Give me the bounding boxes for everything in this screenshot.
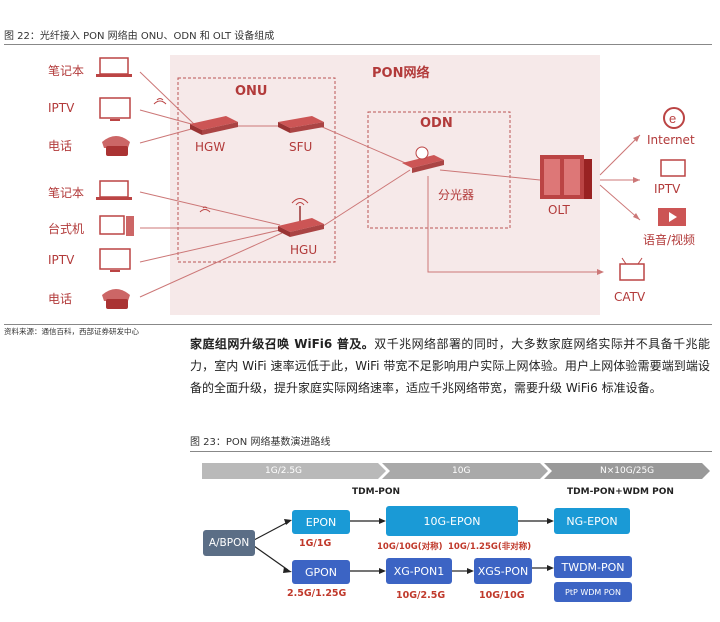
iptv-icon [660, 159, 686, 177]
desktop-icon [99, 215, 134, 236]
service-catv-label: CATV [614, 290, 646, 304]
catv-icon [619, 257, 645, 281]
node-ng-epon: NG-EPON [554, 508, 630, 534]
paragraph-lead: 家庭组网升级召唤 WiFi6 普及。 [190, 337, 375, 351]
rate-10g-epon-asym: 10G/1.25G(非对称) [448, 542, 532, 552]
node-epon: EPON [292, 510, 350, 534]
laptop-icon [96, 57, 132, 77]
stage-band [202, 463, 710, 479]
figure-23-title: 图 23：PON 网络基数演进路线 [190, 437, 331, 448]
hgu-router-icon [278, 206, 324, 237]
stage-n10g-label: N×10G/25G [600, 466, 655, 476]
device-laptop-label: 笔记本 [48, 186, 85, 200]
sfu-device-icon [278, 116, 324, 133]
splitter-label: 分光器 [438, 188, 475, 202]
wifi-icon [153, 98, 167, 105]
node-gpon: GPON [292, 560, 350, 584]
body-paragraph: 家庭组网升级召唤 WiFi6 普及。双千兆网络部署的同时，大多数家庭网络实际并不… [190, 333, 710, 399]
node-twdm-pon: TWDM-PON [554, 556, 632, 578]
phone-icon [102, 289, 130, 309]
node-xgs-pon: XGS-PON [474, 558, 532, 584]
onu-label: ONU [235, 84, 268, 99]
service-iptv-label: IPTV [654, 182, 681, 196]
video-icon [658, 208, 686, 226]
service-voice-video-label: 语音/视频 [643, 233, 696, 247]
olt-label: OLT [548, 203, 570, 217]
device-phone-label: 电话 [48, 292, 73, 306]
splitter-icon [402, 146, 444, 173]
tdm-pon-label: TDM-PON [352, 487, 401, 497]
paragraph-body: 双千兆网络部署的同时，大多数家庭网络实际并不具备千兆能力，室内 WiFi 速率远… [190, 337, 710, 395]
hgw-router-icon [190, 116, 238, 135]
figure-23-top-rule [190, 451, 712, 452]
svg-text:e: e [669, 111, 676, 126]
device-iptv-label: IPTV [48, 101, 75, 115]
odn-label: ODN [420, 116, 453, 131]
hgw-label: HGW [195, 140, 226, 154]
figure-22-source: 资料来源：通信百科，西部证券研发中心 [4, 327, 139, 336]
device-iptv-label: IPTV [48, 253, 75, 267]
device-phone-label: 电话 [48, 139, 73, 153]
device-desktop-label: 台式机 [48, 222, 85, 236]
device-laptop-label: 笔记本 [48, 64, 85, 78]
hgu-label: HGU [290, 243, 318, 257]
node-ptp-wdm-pon: PtP WDM PON [554, 582, 632, 602]
node-xg-pon1: XG-PON1 [386, 558, 452, 584]
phone-icon [102, 136, 130, 156]
node-10g-epon: 10G-EPON [386, 506, 518, 536]
tv-icon [99, 97, 131, 121]
stage-10g-label: 10G [452, 466, 471, 476]
sfu-label: SFU [289, 140, 313, 154]
odn-box [367, 111, 511, 229]
tdm-wdm-pon-label: TDM-PON+WDM PON [567, 487, 674, 497]
stage-1g-label: 1G/2.5G [265, 466, 303, 476]
internet-icon: e [663, 107, 685, 129]
rate-10g-epon-sym: 10G/10G(对称) [377, 542, 443, 552]
figure-22-bottom-rule [4, 324, 712, 325]
rate-gpon: 2.5G/1.25G [287, 588, 347, 599]
tv-icon [99, 248, 131, 272]
rate-xgs-pon: 10G/10G [479, 590, 525, 601]
wifi-icon [291, 198, 309, 206]
figure-22-title: 图 22：光纤接入 PON 网络由 ONU、ODN 和 OLT 设备组成 [4, 31, 275, 42]
onu-box [177, 77, 336, 263]
rate-xg-pon1: 10G/2.5G [396, 590, 446, 601]
wifi-icon [199, 206, 211, 213]
rate-epon: 1G/1G [299, 538, 332, 549]
service-internet-label: Internet [647, 133, 695, 147]
pon-network-label: PON网络 [372, 66, 430, 81]
olt-rack-icon [540, 155, 592, 199]
figure-22-top-rule [4, 44, 712, 45]
pon-evolution-diagram [202, 463, 710, 574]
pon-network-diagram: e [96, 55, 686, 315]
laptop-icon [96, 180, 132, 200]
node-abpon: A/BPON [203, 530, 255, 556]
